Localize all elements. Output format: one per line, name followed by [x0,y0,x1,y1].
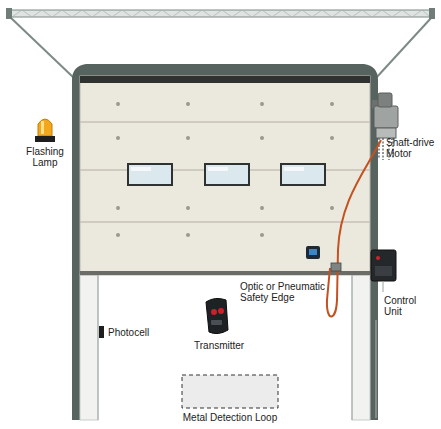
door-frame [72,64,378,420]
receiver-icon [306,246,320,259]
loop-wire [376,320,377,418]
control-unit-icon [371,250,396,292]
safety-edge-cable [327,140,381,317]
part-label: Metal Detection Loop [170,412,290,423]
part-label: Transmitter [194,340,264,351]
metal-detection-loop-outline [182,375,278,408]
part-label: Flashing Lamp [20,146,70,168]
part-label: Optic or Pneumatic Safety Edge [240,281,326,303]
sectional-door [80,76,370,275]
part-label: Shaft-drive Motor [386,137,438,159]
part-label: Control Unit [384,295,430,317]
flashing-lamp-icon [35,119,55,142]
photocell-icon [99,326,104,338]
safety-edge-box [331,263,341,271]
part-label: Photocell [108,327,178,338]
transmitter-icon [206,298,228,333]
